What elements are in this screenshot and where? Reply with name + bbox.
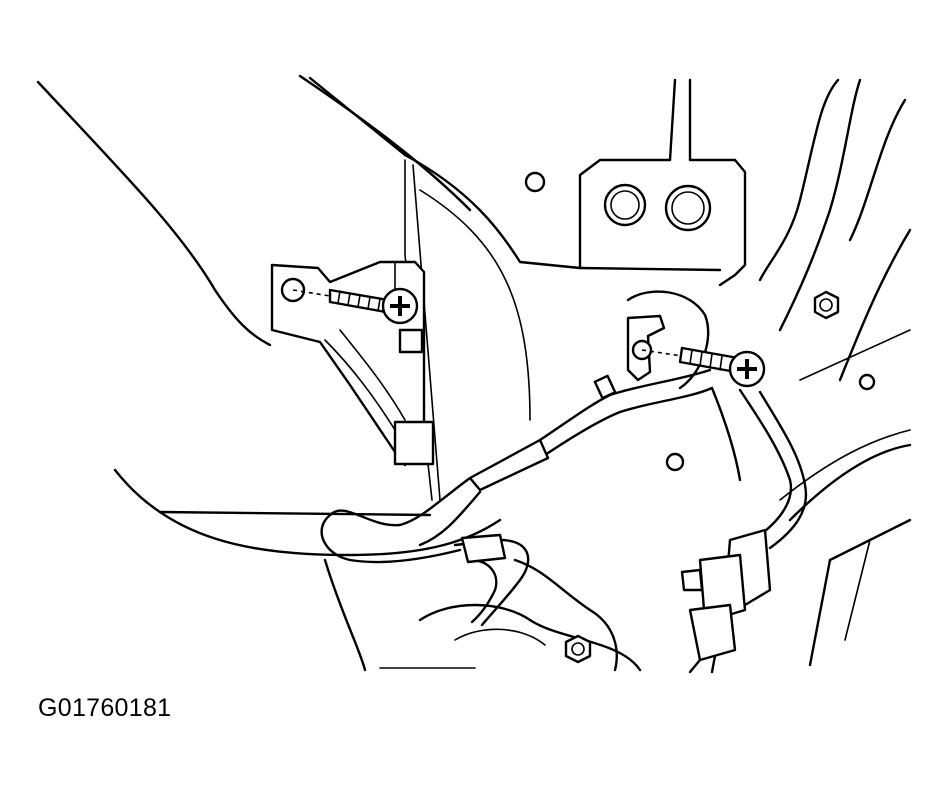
lower-body-lines bbox=[113, 468, 642, 672]
hole-small-middle bbox=[665, 452, 685, 472]
hex-bolt-lower bbox=[564, 634, 592, 664]
panel-holes bbox=[524, 171, 876, 472]
wiring-harness bbox=[320, 368, 808, 672]
hex-bolts bbox=[564, 290, 840, 664]
hole-small-upper bbox=[524, 171, 546, 193]
harness-connector bbox=[680, 528, 772, 674]
left-screw bbox=[292, 287, 419, 325]
left-panel bbox=[36, 74, 472, 501]
hex-bolt-right bbox=[813, 290, 840, 320]
figure-id-label: G01760181 bbox=[38, 694, 172, 722]
hole-small-right bbox=[858, 373, 876, 391]
right-screw bbox=[641, 346, 766, 388]
body-structure bbox=[403, 78, 912, 667]
